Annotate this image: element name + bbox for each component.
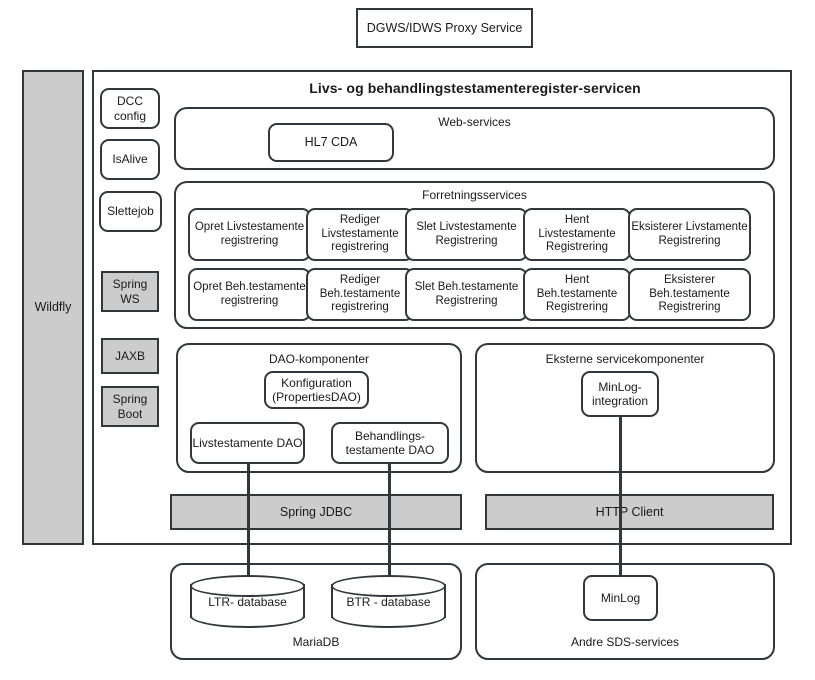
service-box-hent-behtestamente[interactable]: Hent Beh.testamente Registrering <box>523 268 631 321</box>
service-box-hent-livstestamente[interactable]: Hent Livstestamente Registrering <box>523 208 631 261</box>
sidebar-item-spring-ws-label: Spring WS <box>112 277 148 306</box>
service-box-eksisterer-behtestamente-label: Eksisterer Beh.testamente Registrering <box>649 274 730 314</box>
service-box-opret-livstestamente-label: Opret Livstestamente registrering <box>194 220 305 247</box>
dao-components-group-label: DAO-komponenter <box>176 352 462 368</box>
external-components-group-label: Eksterne servicekomponenter <box>475 352 775 368</box>
sidebar-item-jaxb-label: JAXB <box>114 348 145 363</box>
webservices-group-label-text: Web-services <box>438 115 511 129</box>
forretningsservices-group-label-text: Forretningsservices <box>422 188 527 202</box>
dao-components-group-label-text: DAO-komponenter <box>268 352 370 366</box>
database-ltr-top-ellipse <box>190 575 305 597</box>
sidebar-item-spring-boot[interactable]: Spring Boot <box>101 386 159 427</box>
external-service-minlog-label: MinLog <box>600 590 641 605</box>
access-bar-spring-jdbc: Spring JDBC <box>170 494 462 530</box>
service-box-rediger-livstestamente[interactable]: Rediger Livstestamente registrering <box>306 208 414 261</box>
service-title: Livs- og behandlingstestamenteregister-s… <box>170 78 780 98</box>
access-bar-http-client-label: HTTP Client <box>595 504 664 519</box>
sidebar-item-spring-boot-label: Spring Boot <box>112 392 148 421</box>
external-components-group-label-text: Eksterne servicekomponenter <box>545 352 705 366</box>
service-box-eksisterer-livstestamente-label: Eksisterer Livstamente Registrering <box>631 220 748 247</box>
connector-behandlingstestamente-dao-to-btr-db <box>388 462 391 600</box>
database-btr-label: BTR - database <box>346 594 431 609</box>
dao-box-livstestamente-label: Livstestamente DAO <box>192 435 303 450</box>
sidebar-item-slettejob-label: Slettejob <box>107 204 154 219</box>
datastore-mariadb-label-text: MariaDB <box>292 634 340 649</box>
service-box-eksisterer-livstestamente[interactable]: Eksisterer Livstamente Registrering <box>628 208 751 261</box>
service-box-slet-livstestamente-label: Slet Livstestamente Registrering <box>416 220 517 247</box>
service-box-rediger-behtestamente-label: Rediger Beh.testamente registrering <box>319 274 401 314</box>
sidebar-item-isalive-label: IsAlive <box>112 152 148 167</box>
service-box-slet-behtestamente[interactable]: Slet Beh.testamente Registrering <box>405 268 528 321</box>
service-box-hent-behtestamente-label: Hent Beh.testamente Registrering <box>536 274 618 314</box>
webservices-group-label: Web-services <box>174 115 775 131</box>
sidebar-item-spring-ws[interactable]: Spring WS <box>101 271 159 312</box>
service-box-opret-behtestamente-label: Opret Beh.testamente registrering <box>193 280 306 307</box>
dao-box-behandlingstestamente-label: Behandlings- testamente DAO <box>345 428 435 457</box>
connector-livstestamente-dao-to-ltr-db <box>247 462 250 600</box>
service-title-text: Livs- og behandlingstestamenteregister-s… <box>309 79 641 96</box>
dao-config-box-label: Konfiguration (PropertiesDAO) <box>272 375 361 404</box>
service-box-slet-behtestamente-label: Slet Beh.testamente Registrering <box>414 280 519 307</box>
sidebar-item-jaxb[interactable]: JAXB <box>101 338 159 374</box>
database-btr[interactable]: BTR - database <box>331 575 446 628</box>
sidebar-item-dcc-config[interactable]: DCC config <box>100 88 160 129</box>
service-box-rediger-livstestamente-label: Rediger Livstestamente registrering <box>321 214 399 254</box>
external-component-minlog-integration[interactable]: MinLog- integration <box>581 371 659 417</box>
external-services-group-label-text: Andre SDS-services <box>570 634 680 649</box>
external-services-group-label: Andre SDS-services <box>475 634 775 650</box>
platform-wildfly-bar: Wildfly <box>22 70 84 545</box>
access-bar-spring-jdbc-label: Spring JDBC <box>279 504 353 519</box>
dao-box-livstestamente[interactable]: Livstestamente DAO <box>190 422 305 464</box>
datastore-mariadb-label: MariaDB <box>170 634 462 650</box>
sidebar-item-slettejob[interactable]: Slettejob <box>99 191 162 232</box>
proxy-service-box: DGWS/IDWS Proxy Service <box>356 8 533 48</box>
service-box-eksisterer-behtestamente[interactable]: Eksisterer Beh.testamente Registrering <box>628 268 751 321</box>
webservices-item-hl7-cda[interactable]: HL7 CDA <box>268 123 394 162</box>
sidebar-item-isalive[interactable]: IsAlive <box>100 139 160 180</box>
connector-minlog-integration-to-minlog <box>619 415 622 578</box>
access-bar-http-client: HTTP Client <box>485 494 774 530</box>
service-box-slet-livstestamente[interactable]: Slet Livstestamente Registrering <box>405 208 528 261</box>
forretningsservices-group-label: Forretningsservices <box>174 188 775 204</box>
external-service-minlog[interactable]: MinLog <box>583 575 658 621</box>
external-component-minlog-integration-label: MinLog- integration <box>591 379 649 408</box>
service-box-opret-livstestamente[interactable]: Opret Livstestamente registrering <box>188 208 311 261</box>
dao-config-box[interactable]: Konfiguration (PropertiesDAO) <box>264 371 369 409</box>
sidebar-item-dcc-config-label: DCC config <box>113 94 147 123</box>
platform-wildfly-label: Wildfly <box>34 300 72 315</box>
proxy-service-label: DGWS/IDWS Proxy Service <box>366 20 523 35</box>
database-btr-top-ellipse <box>331 575 446 597</box>
webservices-item-hl7-cda-label: HL7 CDA <box>304 135 358 150</box>
dao-box-behandlingstestamente[interactable]: Behandlings- testamente DAO <box>331 422 449 464</box>
service-box-hent-livstestamente-label: Hent Livstestamente Registrering <box>538 214 616 254</box>
service-box-opret-behtestamente[interactable]: Opret Beh.testamente registrering <box>188 268 311 321</box>
database-ltr[interactable]: LTR- database <box>190 575 305 628</box>
database-ltr-label: LTR- database <box>208 594 287 609</box>
service-box-rediger-behtestamente[interactable]: Rediger Beh.testamente registrering <box>306 268 414 321</box>
